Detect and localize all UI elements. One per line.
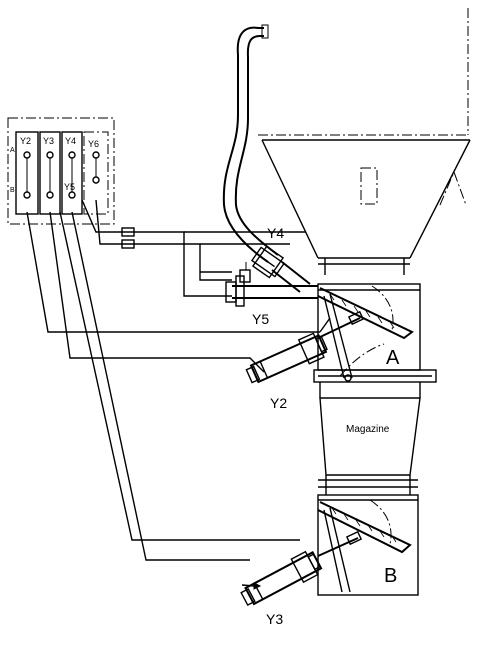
terminal-label-y6: Y6: [88, 139, 99, 149]
terminal-label-y3: Y3: [43, 136, 54, 146]
terminal-port-b: B: [10, 187, 15, 194]
cylinder-y3: [240, 550, 323, 606]
label-gate-b: B: [384, 565, 397, 587]
label-y5: Y5: [252, 311, 269, 327]
terminal-port-a: A: [10, 147, 15, 154]
label-y4: Y4: [267, 225, 284, 241]
label-gate-a: A: [386, 347, 400, 369]
silo-hopper: [258, 8, 471, 275]
gate-b-assembly: [317, 475, 419, 596]
transport-pipe: [222, 24, 318, 307]
wiring: [26, 199, 331, 561]
y3-port-arrowhead: [253, 582, 262, 590]
label-magazine: Magazine: [346, 424, 390, 435]
cylinder-y2: [245, 332, 328, 384]
terminal-label-y5: Y5: [64, 182, 75, 192]
y3-port-arrow: [241, 584, 255, 587]
terminal-label-y2: Y2: [20, 136, 31, 146]
label-y3: Y3: [266, 611, 283, 627]
label-y2: Y2: [270, 395, 287, 411]
gate-a-assembly: [317, 283, 421, 382]
terminal-label-y4: Y4: [65, 136, 76, 146]
control-box: [7, 117, 115, 225]
